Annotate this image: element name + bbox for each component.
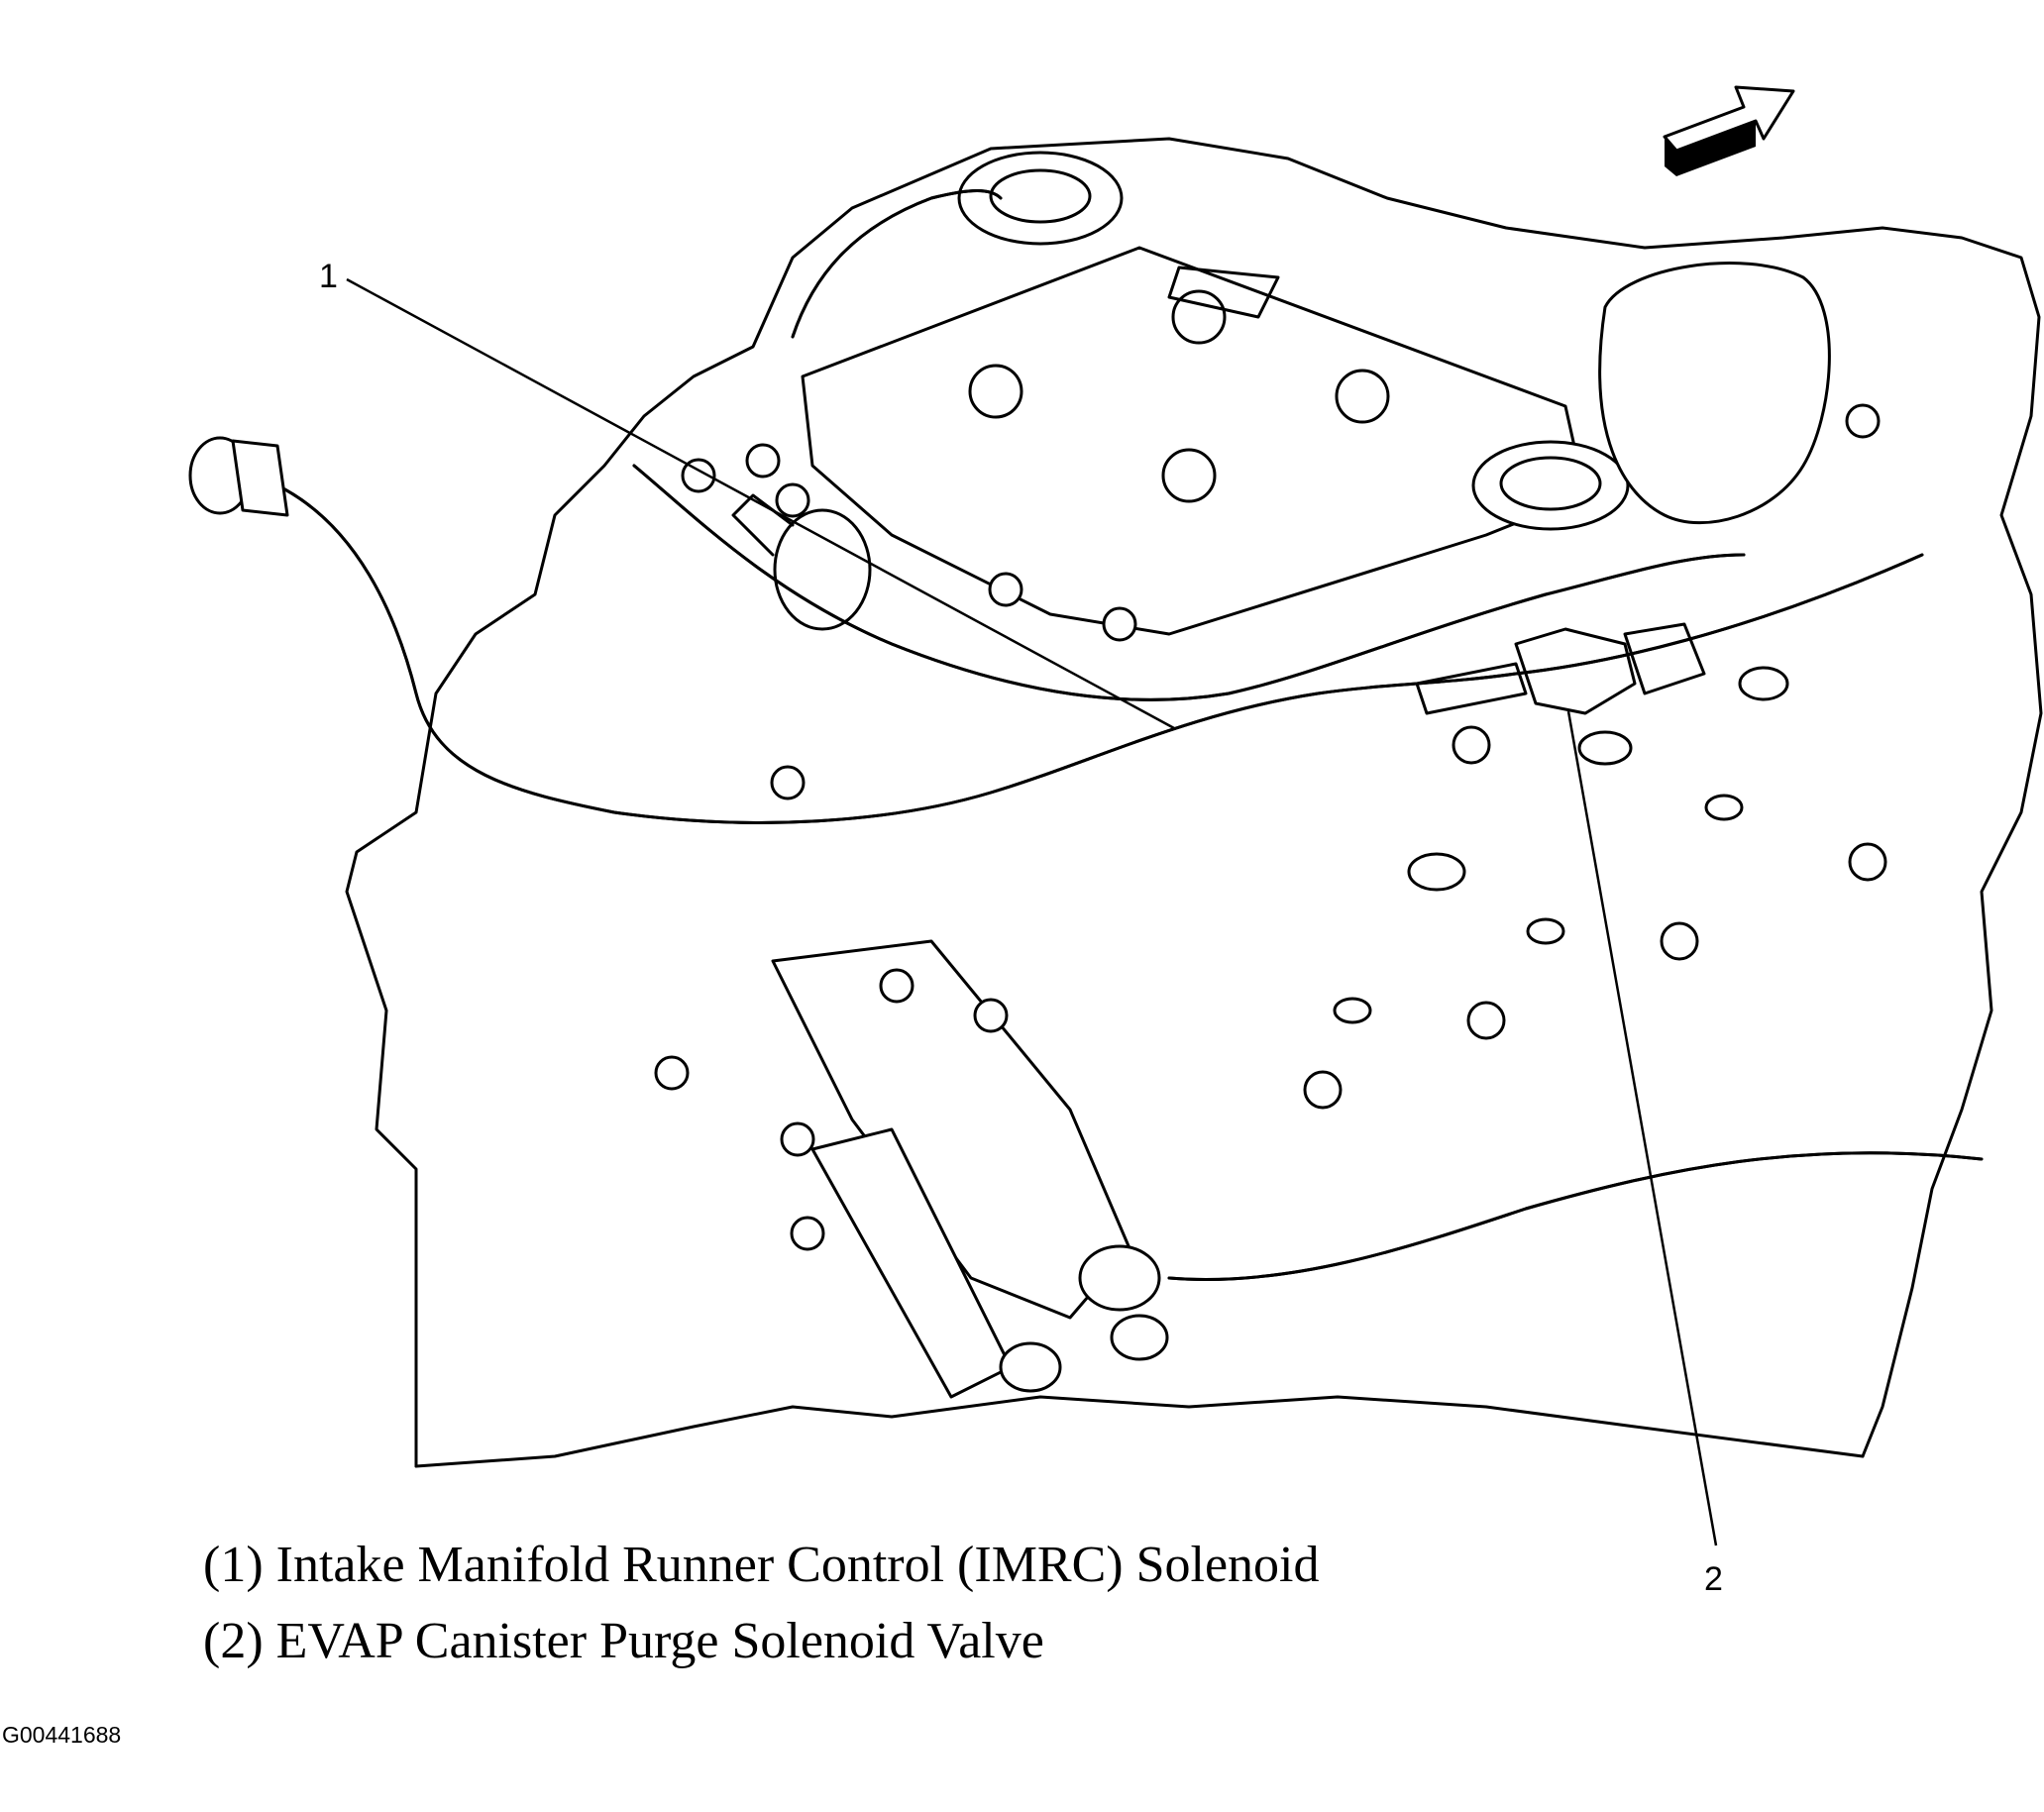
wiring-harness-main-fill	[275, 483, 1924, 824]
block-bolts	[654, 403, 1887, 1251]
wiring-harness-lower	[1167, 1151, 1984, 1282]
wiring-harness-upper-fill	[632, 464, 1746, 701]
intake-port-right-opening	[1499, 456, 1602, 511]
evap-purge-solenoid	[1415, 622, 1706, 715]
cover-bolt-2	[968, 364, 1023, 419]
harness-connector-left	[188, 436, 289, 517]
callout-1-number: 1	[319, 258, 338, 295]
legend-item-2: (2) EVAP Canister Purge Solenoid Valve	[203, 1613, 1044, 1669]
callout-1-leader	[346, 277, 1175, 730]
cover-bolt-1	[1171, 289, 1227, 345]
figure-id: G00441688	[2, 1722, 122, 1748]
wiring-harness-top-fill	[791, 189, 1003, 339]
manifold-ports	[1333, 666, 1789, 1024]
engine-outline	[345, 137, 2043, 1468]
engine-lower-outline	[414, 1395, 1865, 1468]
cover-plate	[1167, 266, 1280, 319]
imrc-solenoid	[731, 493, 872, 631]
oil-filler-port	[957, 151, 1124, 246]
coolant-pipe-assembly	[771, 939, 1169, 1399]
callout-2-leader	[1566, 710, 1718, 1546]
legend-item-1: (1) Intake Manifold Runner Control (IMRC…	[203, 1537, 1320, 1593]
wiring-harness-lower-fill	[1167, 1151, 1984, 1282]
valve-cover	[801, 246, 1587, 636]
cover-bolt-3	[1335, 369, 1390, 424]
callout-2-number: 2	[1704, 1560, 1723, 1598]
oil-filler-opening	[989, 168, 1092, 224]
intake-port-right	[1471, 440, 1630, 531]
cover-bolt-4	[1161, 448, 1217, 503]
air-intake-duct	[1598, 262, 1831, 525]
arrow-forward-icon	[1663, 85, 1795, 176]
